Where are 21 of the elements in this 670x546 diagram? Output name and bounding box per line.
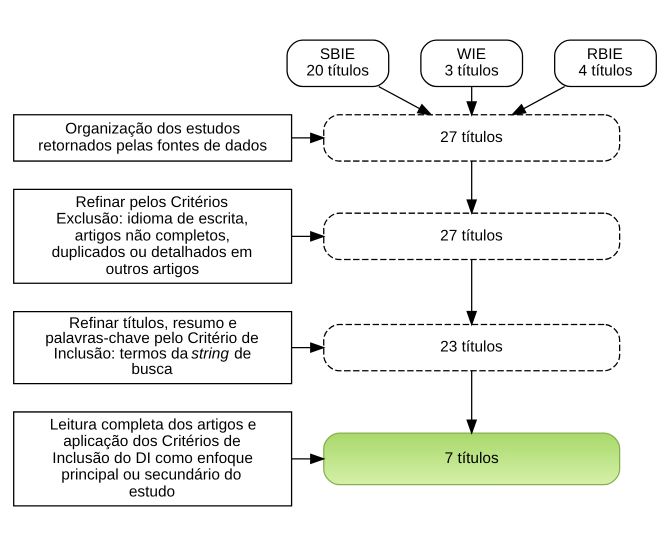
arrow bbox=[292, 230, 326, 242]
node-box: Leitura completa dos artigos e aplicação dos Critérios de Inclusão do DI como enfoque principal ou secundário do estudo bbox=[13, 411, 292, 506]
node-box: 27 títulos bbox=[323, 212, 620, 260]
node-box: 23 títulos bbox=[323, 324, 620, 372]
arrow bbox=[378, 86, 433, 116]
node-box: 27 títulos bbox=[323, 114, 620, 162]
arrow bbox=[510, 86, 565, 116]
node-box: Refinar títulos, resumo e palavras-chave pelo Critério de Inclusão: termos da string de busca bbox=[13, 310, 292, 384]
arrow bbox=[466, 260, 478, 326]
node-box: Refinar pelos Critérios Exclusão: idioma de escrita, artigos não completos, duplicados ou detalhados em outros artigos bbox=[13, 188, 292, 284]
arrow bbox=[466, 161, 478, 215]
arrow bbox=[466, 86, 478, 117]
arrow bbox=[292, 132, 326, 144]
node-box: WIE 3 títulos bbox=[420, 40, 524, 88]
node-box: RBIE 4 títulos bbox=[554, 40, 657, 88]
node-box: SBIE 20 títulos bbox=[286, 40, 390, 88]
arrow bbox=[466, 370, 478, 435]
arrow bbox=[292, 453, 326, 464]
arrow bbox=[292, 342, 326, 354]
node-box: Organização dos estudos retornados pelas fontes de dados bbox=[13, 114, 292, 162]
node-box: 7 títulos bbox=[323, 432, 620, 486]
